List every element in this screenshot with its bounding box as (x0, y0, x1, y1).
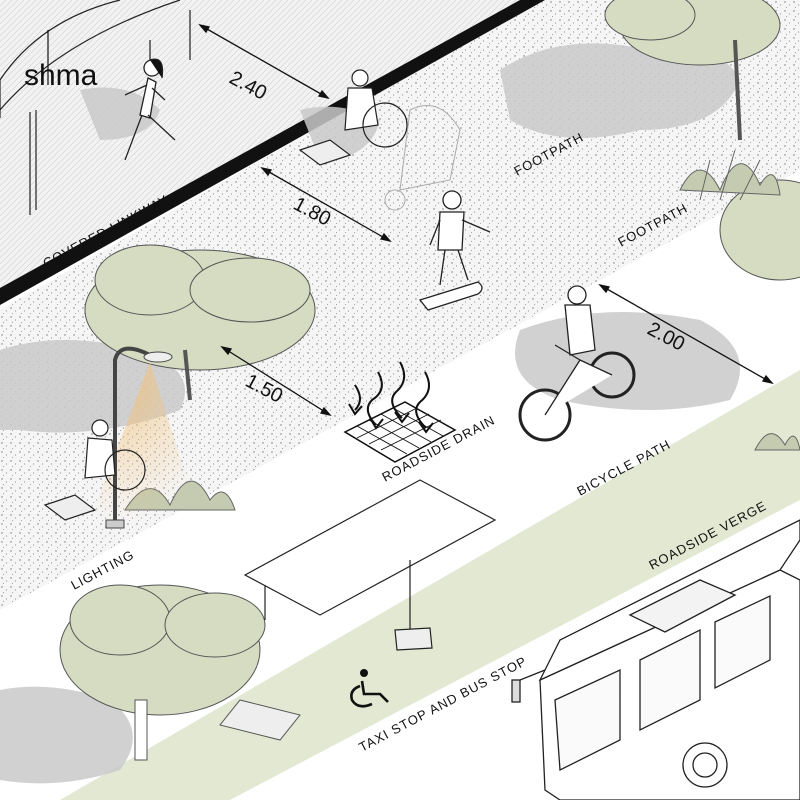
tree-top-right (604, 0, 781, 141)
drain-arrow-icon (348, 361, 434, 434)
wheelchair-icon (350, 669, 389, 708)
shrub-upper-right (679, 149, 781, 201)
covered-linkway-canopy (0, 0, 191, 215)
wheelchair-user-upper (298, 69, 408, 166)
stroller-outline (384, 105, 461, 211)
bus-shelter (243, 479, 497, 651)
street-lamp-icon (90, 346, 200, 529)
cyclist-figure (518, 285, 636, 442)
roadside-drain-grate (343, 401, 457, 463)
bus (511, 519, 800, 800)
brand-logo: shma (24, 30, 98, 92)
runner-figure (124, 58, 176, 161)
skateboarder-figure (418, 190, 491, 311)
tree-right-edge (719, 179, 800, 281)
wheelchair-user-lower (43, 419, 146, 521)
shrub-verge-right (754, 433, 800, 451)
linkway-edge (0, 0, 545, 305)
tree-left-middle (84, 244, 316, 401)
tree-bottom-left (59, 584, 301, 761)
logo-text: shma (24, 59, 98, 92)
dimension-arrows (198, 23, 774, 417)
